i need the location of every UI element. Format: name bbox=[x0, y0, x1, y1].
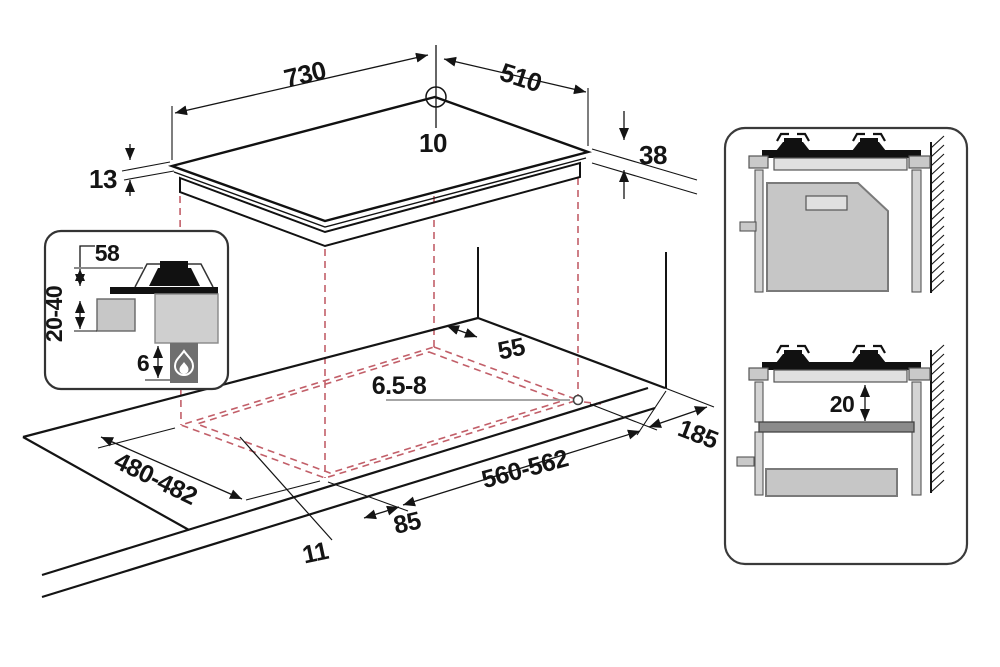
cabinet-rail-left-upper bbox=[754, 381, 764, 423]
cutout-outline-inner bbox=[194, 351, 565, 474]
inset-worktop-block bbox=[96, 298, 136, 332]
dim-back-clearance-label: 55 bbox=[495, 333, 528, 366]
worktop-strip-2 bbox=[773, 369, 908, 383]
wall-hatch-2 bbox=[930, 344, 945, 493]
cabinet-rail-left-lower bbox=[754, 431, 764, 496]
worktop-front-edge-top bbox=[41, 386, 649, 577]
wall-hatch bbox=[930, 135, 945, 293]
side-view-shelf: 20 bbox=[736, 344, 945, 497]
dim-bottom-gap-label: 6 bbox=[137, 350, 149, 376]
hob-profile-bar-2 bbox=[762, 362, 921, 370]
worktop-front-edge-bottom bbox=[41, 406, 656, 599]
hinge-tab-2 bbox=[736, 456, 755, 467]
dim-38-ext-b bbox=[591, 162, 698, 195]
dim-hob-depth-label: 510 bbox=[496, 57, 545, 98]
dim-480-ext-a bbox=[97, 427, 176, 449]
dim-510-line bbox=[443, 56, 587, 95]
burner-center-mark bbox=[425, 86, 447, 108]
dim-11-ext bbox=[239, 436, 333, 541]
dim-85-line bbox=[363, 505, 400, 520]
mounting-bracket-right-2 bbox=[908, 367, 931, 381]
hob-glass-edge bbox=[173, 157, 587, 228]
hob-dimensions bbox=[121, 45, 698, 199]
cutout-dimensions bbox=[97, 325, 715, 541]
cutout-outline-outer bbox=[178, 346, 581, 479]
worktop-view bbox=[22, 247, 667, 599]
inset-hob-casing bbox=[154, 293, 219, 344]
dim-480-ext-b bbox=[245, 480, 321, 501]
dim-13-ext-b bbox=[123, 170, 175, 181]
dim-185-ext-b bbox=[589, 403, 658, 431]
separator-shelf bbox=[758, 421, 915, 433]
dim-shelf-gap-label: 20 bbox=[830, 391, 855, 417]
dim-glass-thickness-label: 13 bbox=[89, 164, 117, 194]
dim-13-ext-a bbox=[121, 161, 171, 172]
oven-vent bbox=[805, 195, 848, 211]
wall-clearance-panel: 20 bbox=[723, 126, 969, 566]
section-detail-panel: 58 20-40 6 bbox=[41, 229, 230, 391]
inset-burner-cap bbox=[149, 268, 200, 286]
worktop-strip bbox=[773, 157, 908, 171]
dim-front-overhang-label: 11 bbox=[300, 537, 331, 570]
dim-560-line bbox=[402, 429, 641, 507]
mounting-bracket-left bbox=[748, 155, 769, 169]
side-view-oven bbox=[739, 132, 945, 293]
dim-730-line bbox=[174, 52, 429, 116]
drawer-box bbox=[765, 468, 898, 497]
flame-drop-icon bbox=[179, 362, 189, 375]
flame-icon bbox=[173, 349, 195, 376]
dim-55-line bbox=[446, 325, 478, 338]
dim-right-clearance-label: 185 bbox=[674, 414, 722, 455]
dim-hole-offset-label: 10 bbox=[419, 128, 447, 158]
hob-top-face bbox=[167, 95, 593, 223]
dim-cutout-depth-label: 480-482 bbox=[110, 447, 202, 511]
worktop-back-right-edge bbox=[477, 316, 666, 390]
dim-hob-height-label: 38 bbox=[639, 140, 667, 170]
inset-hob-glass bbox=[110, 287, 218, 294]
hob-isometric-view bbox=[167, 95, 593, 248]
inset-burner-crown bbox=[160, 261, 188, 268]
dim-hole-diameter-label: 6.5-8 bbox=[372, 372, 427, 400]
dim-58-bracket bbox=[79, 245, 95, 267]
dim-hob-width-label: 730 bbox=[281, 55, 329, 94]
worktop-back-edge bbox=[22, 316, 479, 439]
mounting-bracket-right bbox=[908, 155, 931, 169]
cabinet-rail-right-2 bbox=[911, 381, 922, 496]
dim-burner-height-label: 58 bbox=[95, 240, 120, 266]
dim-480-line bbox=[100, 436, 243, 500]
dim-85-ext bbox=[327, 481, 409, 512]
hob-profile-bar bbox=[762, 150, 921, 158]
mounting-bracket-left-2 bbox=[748, 367, 769, 381]
dim-side-offset-label: 85 bbox=[391, 506, 424, 539]
cabinet-rail-right bbox=[911, 169, 922, 293]
fixing-hole bbox=[572, 394, 584, 406]
hob-body bbox=[179, 161, 581, 248]
dim-38-ext-a bbox=[591, 148, 698, 181]
inset-dimensions bbox=[74, 245, 170, 381]
dim-185-ext-a bbox=[664, 387, 715, 408]
hinge-tab bbox=[739, 221, 757, 232]
dim-185-line bbox=[648, 406, 708, 428]
dim-cutout-width-label: 560-562 bbox=[479, 444, 571, 494]
dim-worktop-thickness-label: 20-40 bbox=[41, 286, 67, 342]
oven-body bbox=[766, 182, 889, 292]
